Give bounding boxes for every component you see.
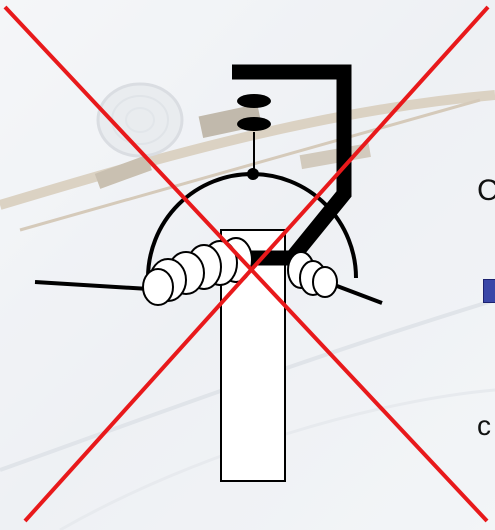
blue-marker-square — [483, 279, 495, 303]
side-text-bottom: c — [477, 412, 491, 440]
side-text-top: C — [477, 176, 495, 206]
